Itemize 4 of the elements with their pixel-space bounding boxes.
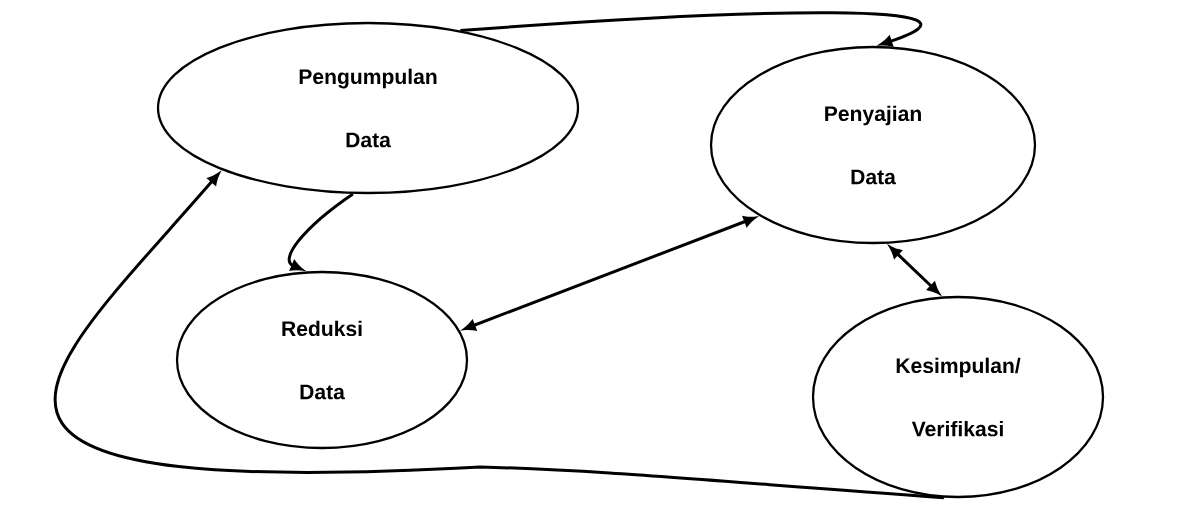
arrow — [287, 192, 354, 271]
arrow — [460, 11, 921, 47]
arrow — [889, 246, 940, 295]
arrow — [55, 172, 944, 500]
